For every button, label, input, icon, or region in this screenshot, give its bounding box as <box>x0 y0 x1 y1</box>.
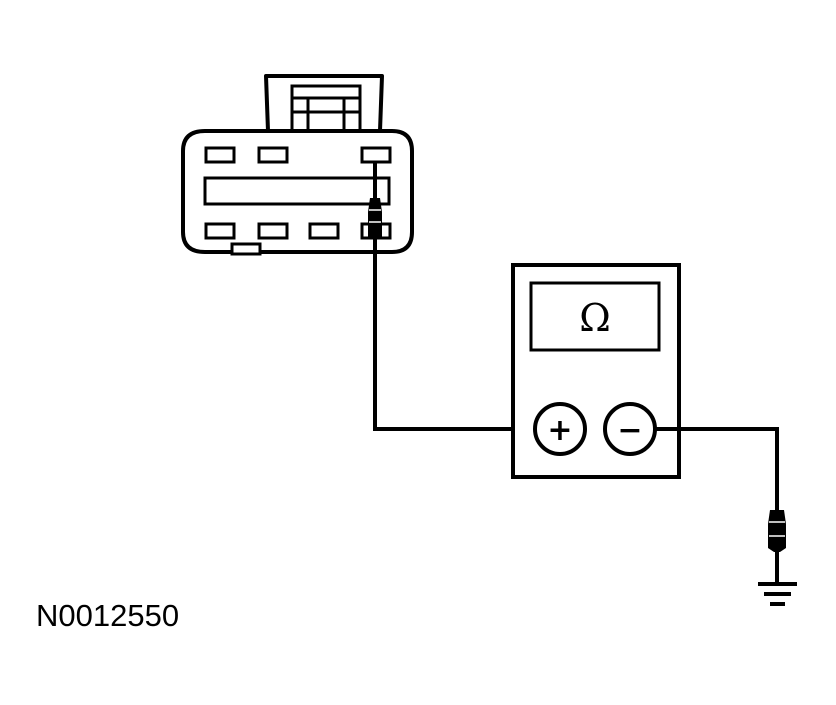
multimeter-display <box>529 281 661 352</box>
connector-body <box>181 129 414 254</box>
terminal-cavity <box>204 146 236 164</box>
probe-tip <box>768 510 786 552</box>
multimeter: Ω + − <box>511 263 681 479</box>
negative-test-lead <box>655 427 786 584</box>
terminal-cavity <box>360 146 392 164</box>
connector-key <box>230 242 262 256</box>
terminal-cavity <box>308 222 340 240</box>
connector-latch <box>290 84 362 131</box>
figure-id: N0012550 <box>36 598 180 633</box>
connector-slot <box>203 176 391 206</box>
positive-terminal-label: + <box>547 413 572 448</box>
ground-icon <box>758 582 797 606</box>
probe-tip <box>368 198 382 238</box>
negative-terminal-label: − <box>617 413 642 448</box>
positive-terminal <box>533 402 587 456</box>
ohm-symbol: Ω <box>579 296 611 340</box>
connector-latch-housing <box>264 74 384 132</box>
terminal-cavity <box>257 222 289 240</box>
terminal-cavity <box>257 146 289 164</box>
positive-test-lead <box>368 162 533 431</box>
terminal-cavity <box>204 222 236 240</box>
